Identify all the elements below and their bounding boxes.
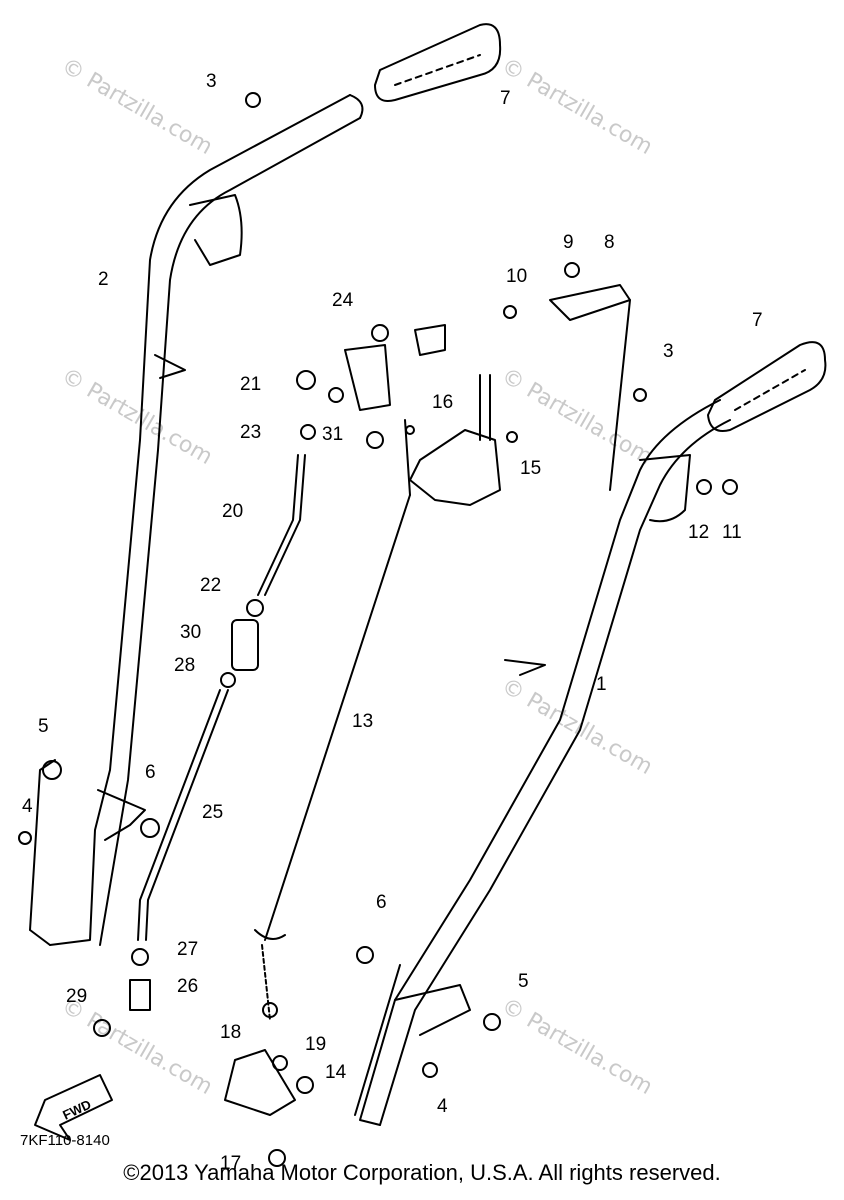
callout-19: 19 bbox=[305, 1034, 326, 1055]
lever-bracket bbox=[409, 374, 501, 506]
callout-7: 7 bbox=[500, 88, 511, 109]
watermark: © Partzilla.com bbox=[497, 994, 657, 1101]
callout-1: 1 bbox=[596, 674, 607, 695]
callout-5: 5 bbox=[518, 971, 529, 992]
callout-5: 5 bbox=[38, 716, 49, 737]
diagram-code: 7KF110-8140 bbox=[20, 1132, 110, 1149]
callout-30: 30 bbox=[180, 622, 201, 643]
callout-20: 20 bbox=[222, 501, 243, 522]
callout-22: 22 bbox=[200, 575, 221, 596]
callout-15: 15 bbox=[520, 458, 541, 479]
callout-17: 17 bbox=[220, 1153, 241, 1174]
callout-26: 26 bbox=[177, 976, 198, 997]
callouts: 1 2 3 3 4 4 5 5 6 6 7 7 8 9 10 11 12 13 … bbox=[22, 71, 763, 1174]
callout-6: 6 bbox=[376, 892, 387, 913]
fwd-arrow bbox=[34, 1074, 113, 1141]
callout-25: 25 bbox=[202, 802, 223, 823]
bracket-14 bbox=[224, 1049, 296, 1116]
right-grip bbox=[707, 341, 827, 432]
fwd-label: FWD bbox=[60, 1097, 93, 1123]
callout-3: 3 bbox=[206, 71, 217, 92]
watermark: © Partzilla.com bbox=[497, 364, 657, 471]
callout-9: 9 bbox=[563, 232, 574, 253]
callout-12: 12 bbox=[688, 522, 709, 543]
left-grip bbox=[374, 23, 502, 102]
rod-13 bbox=[254, 419, 411, 1021]
callout-31: 31 bbox=[322, 424, 343, 445]
callout-27: 27 bbox=[177, 939, 198, 960]
callout-13: 13 bbox=[352, 711, 373, 732]
callout-2: 2 bbox=[98, 269, 109, 290]
callout-3: 3 bbox=[663, 341, 674, 362]
small-hardware bbox=[18, 92, 738, 1167]
callout-6: 6 bbox=[145, 762, 156, 783]
watermark: © Partzilla.com bbox=[57, 54, 217, 161]
leader-line bbox=[609, 299, 631, 491]
callout-21: 21 bbox=[240, 374, 261, 395]
left-handle bbox=[29, 94, 364, 946]
copyright-notice: ©2013 Yamaha Motor Corporation, U.S.A. A… bbox=[123, 1160, 721, 1185]
callout-8: 8 bbox=[604, 232, 615, 253]
callout-23: 23 bbox=[240, 422, 261, 443]
watermark: © Partzilla.com bbox=[497, 54, 657, 161]
sleeve-30 bbox=[231, 619, 259, 671]
callout-14: 14 bbox=[325, 1062, 347, 1083]
callout-24: 24 bbox=[332, 290, 354, 311]
rod-25 bbox=[137, 689, 229, 941]
callout-10: 10 bbox=[506, 266, 527, 287]
rod-20 bbox=[257, 454, 306, 596]
cable-bracket bbox=[344, 324, 446, 411]
callout-28: 28 bbox=[174, 655, 195, 676]
callout-16: 16 bbox=[432, 392, 453, 413]
callout-11: 11 bbox=[722, 522, 742, 543]
callout-18: 18 bbox=[220, 1022, 241, 1043]
cover-8 bbox=[549, 284, 631, 321]
callout-4: 4 bbox=[437, 1096, 448, 1117]
watermark: © Partzilla.com bbox=[497, 674, 657, 781]
right-handle bbox=[354, 399, 731, 1126]
callout-29: 29 bbox=[66, 986, 87, 1007]
callout-7: 7 bbox=[752, 310, 763, 331]
watermark: © Partzilla.com bbox=[57, 364, 217, 471]
callout-4: 4 bbox=[22, 796, 33, 817]
